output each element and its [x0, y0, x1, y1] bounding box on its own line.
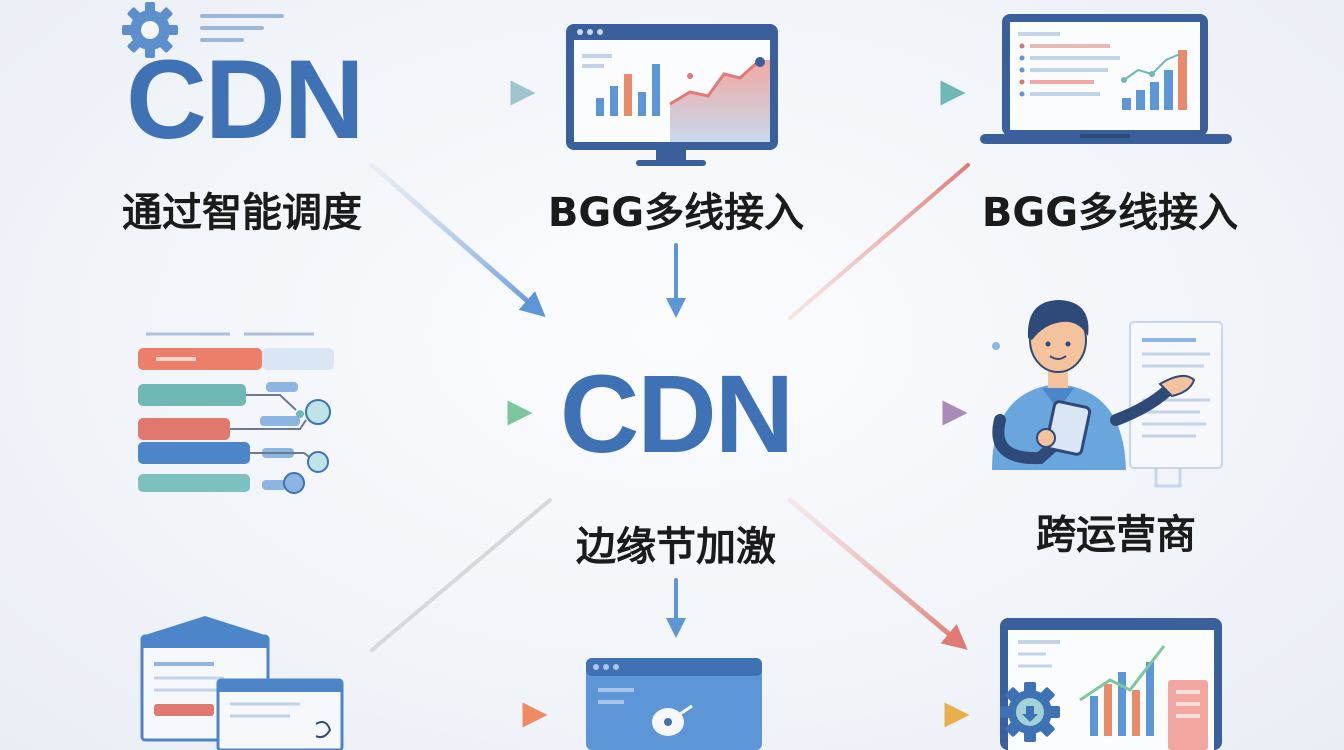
- arrows: [365, 80, 970, 728]
- caption-monitor-top: BGG多线接入: [548, 190, 804, 236]
- laptop-chart-icon: [980, 14, 1232, 144]
- dashboard-gear-icon: [1000, 618, 1222, 750]
- cdn-logo-center: CDN: [560, 353, 792, 476]
- documents-icon: [140, 616, 344, 750]
- caption-center: 边缘节加激: [576, 524, 776, 570]
- monitor-chart-icon: [566, 24, 778, 166]
- text-lines-decoration: [200, 14, 284, 42]
- arrow-docs-to-center: [370, 498, 552, 652]
- flowchart-list-icon: [138, 332, 334, 494]
- gear-icon: [122, 2, 178, 58]
- caption-person: 跨运营商: [1036, 512, 1196, 558]
- cdn-logo-top-left: CDN: [126, 37, 363, 162]
- caption-laptop-top: BGG多线接入: [982, 190, 1238, 236]
- caption-top-left: 通过智能调度: [122, 190, 362, 236]
- arrow-topleft-to-center: [369, 162, 546, 317]
- arrow-center-to-laptop: [788, 163, 970, 320]
- arrow-center-to-dashboard: [787, 497, 968, 650]
- person-tablet-icon: [992, 300, 1223, 488]
- browser-window-icon: [586, 658, 762, 750]
